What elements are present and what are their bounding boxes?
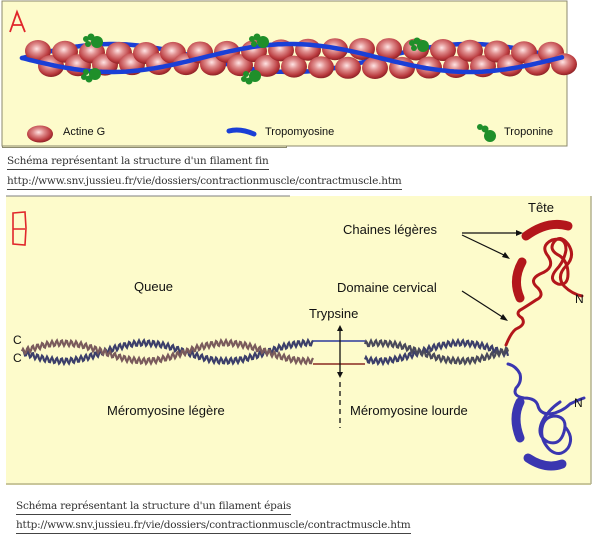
label-light-meromyosin: Méromyosine légère <box>107 403 225 418</box>
arrow-down-icon <box>337 372 343 378</box>
label-n-terminus-bottom: N <box>574 396 583 410</box>
label-tail: Queue <box>134 279 174 294</box>
trypsin-cleavage-site <box>313 325 365 428</box>
troponin-complex <box>83 33 103 48</box>
light-chain-red-1 <box>521 219 573 241</box>
actin-monomer <box>457 39 483 62</box>
annotation-arrows <box>461 230 523 321</box>
light-chain-blue-2 <box>523 453 567 471</box>
tropomyosin-strand <box>19 41 565 75</box>
actin-g-sphere-icon <box>27 125 53 143</box>
label-trypsin: Trypsine <box>309 306 359 321</box>
arrow-icon <box>500 314 508 321</box>
troponin-complex <box>409 37 429 52</box>
legend-label-actin-g: Actine G <box>63 126 106 138</box>
label-cervical-domain: Domaine cervical <box>337 280 437 295</box>
troponin-complex <box>249 33 269 48</box>
panel-a-letter-icon <box>9 9 26 33</box>
arrow-right-icon <box>516 230 523 236</box>
panel-b-source-link[interactable]: http://www.snv.jussieu.fr/vie/dossiers/c… <box>16 519 411 534</box>
tropomyosin-strand-front <box>19 41 565 75</box>
panel-b-caption-text: Schéma représentant la structure d'un fi… <box>16 500 291 515</box>
panel-b-source-url[interactable]: http://www.snv.jussieu.fr/vie/dossiers/c… <box>16 519 411 534</box>
troponin-complex <box>241 70 261 85</box>
actin-monomer <box>308 56 334 79</box>
legend-label-tropomyosin: Tropomyosine <box>265 126 335 138</box>
actin-monomer <box>430 39 456 62</box>
actin-monomer <box>335 56 361 79</box>
panel-a-source-url[interactable]: http://www.snv.jussieu.fr/vie/dossiers/c… <box>7 175 402 190</box>
panel-b-background <box>6 196 591 484</box>
troponin-complexes <box>81 33 429 85</box>
arrow-up-icon <box>337 325 343 331</box>
panel-a-source-link[interactable]: http://www.snv.jussieu.fr/vie/dossiers/c… <box>7 175 402 190</box>
label-light-chains: Chaines légères <box>343 222 437 237</box>
light-chain-blue-1 <box>511 397 525 443</box>
label-heavy-meromyosin: Méromyosine lourde <box>350 403 468 418</box>
alpha-helix <box>363 338 510 366</box>
troponin-cluster-icon <box>477 124 496 142</box>
label-c-terminus-bottom: C <box>13 351 22 365</box>
label-n-terminus-top: N <box>575 292 584 306</box>
panel-a-caption-text: Schéma représentant la structure d'un fi… <box>7 155 269 170</box>
tropomyosin-strand-icon <box>226 127 257 137</box>
panel-a-caption: Schéma représentant la structure d'un fi… <box>7 155 269 170</box>
actin-monomer <box>281 55 307 78</box>
heavy-chain-red <box>504 219 584 347</box>
legend-label-troponin: Troponine <box>504 126 554 138</box>
label-head: Tête <box>528 200 555 215</box>
actin-monomer <box>254 54 280 77</box>
troponin-complex <box>81 68 101 83</box>
alpha-helix <box>363 337 510 367</box>
alpha-helix <box>20 337 314 367</box>
panel-b-caption: Schéma représentant la structure d'un fi… <box>16 500 291 515</box>
heavy-chain-blue <box>506 362 586 471</box>
label-c-terminus-top: C <box>13 333 22 347</box>
panel-b-letter-icon <box>12 211 27 246</box>
light-chain-red-2 <box>512 257 527 303</box>
thin-filament-diagram <box>1 0 577 147</box>
actin-monomer <box>362 56 388 79</box>
actin-monomer <box>376 38 402 61</box>
coiled-coil-tail <box>20 337 510 367</box>
arrow-icon <box>502 252 510 259</box>
